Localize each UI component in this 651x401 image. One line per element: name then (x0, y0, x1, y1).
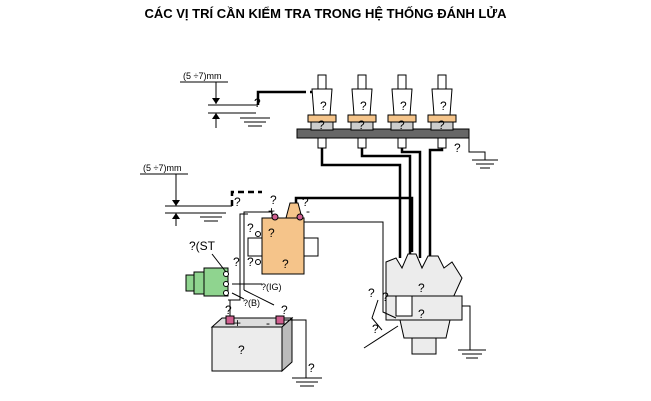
gap-gauge-coil: (5 ÷7)mm ? (140, 163, 262, 226)
battery: + - ? ? ? (210, 303, 294, 373)
battery-minus: - (266, 316, 270, 330)
gap-label-top: (5 ÷7)mm (183, 71, 221, 81)
spark-plug (347, 74, 377, 149)
check-point: ? (454, 141, 461, 155)
coil-plus: + (268, 204, 275, 218)
check-point: ? (440, 99, 447, 113)
check-point: ? (308, 361, 315, 375)
check-point: ? (254, 96, 261, 110)
check-point: ? (225, 303, 232, 317)
check-point: ? (382, 290, 389, 304)
check-point: ? (270, 193, 277, 207)
distributor: ? ? ? ? ? (368, 253, 463, 355)
check-point: ? (247, 255, 254, 269)
spark-plug (307, 74, 337, 149)
check-point: ? (398, 118, 405, 132)
check-point: ? (281, 303, 288, 317)
check-point: ? (400, 99, 407, 113)
check-point: ? (320, 99, 327, 113)
terminal-ig-label: ?(IG) (261, 282, 282, 292)
gap-gauge-top: (5 ÷7)mm ? (180, 71, 316, 128)
diagram-title: CÁC VỊ TRÍ CẦN KIỂM TRA TRONG HỆ THỐNG Đ… (144, 6, 507, 21)
check-point: ? (372, 322, 379, 336)
high-tension-leads (294, 148, 444, 258)
check-point: ? (418, 307, 425, 321)
spark-plugs: ? ? ? ? ? ? ? ? ? (296, 74, 498, 169)
check-point: ? (360, 99, 367, 113)
check-point: ? (247, 221, 254, 235)
check-point: ? (318, 118, 325, 132)
check-point: ? (282, 257, 289, 271)
coil-minus: - (306, 204, 310, 218)
terminal-b-label: ?(B) (243, 298, 260, 308)
check-point: ? (233, 255, 240, 269)
check-point: ? (302, 195, 309, 209)
check-point: ? (358, 118, 365, 132)
check-point: ? (268, 226, 275, 240)
battery-plus: + (234, 316, 241, 330)
check-point: ? (238, 343, 245, 357)
check-point: ? (368, 286, 375, 300)
gap-label-coil: (5 ÷7)mm (143, 163, 181, 173)
check-point: ? (418, 281, 425, 295)
ignition-switch: ?(ST ?(IG) ?(B) ? (185, 239, 282, 308)
terminal-st-label: ?(ST (189, 239, 216, 253)
spark-plug (387, 74, 417, 149)
ignition-coil: + - ? ? ? ? ? ? (247, 193, 319, 275)
check-point: ? (234, 195, 241, 209)
check-point: ? (438, 118, 445, 132)
